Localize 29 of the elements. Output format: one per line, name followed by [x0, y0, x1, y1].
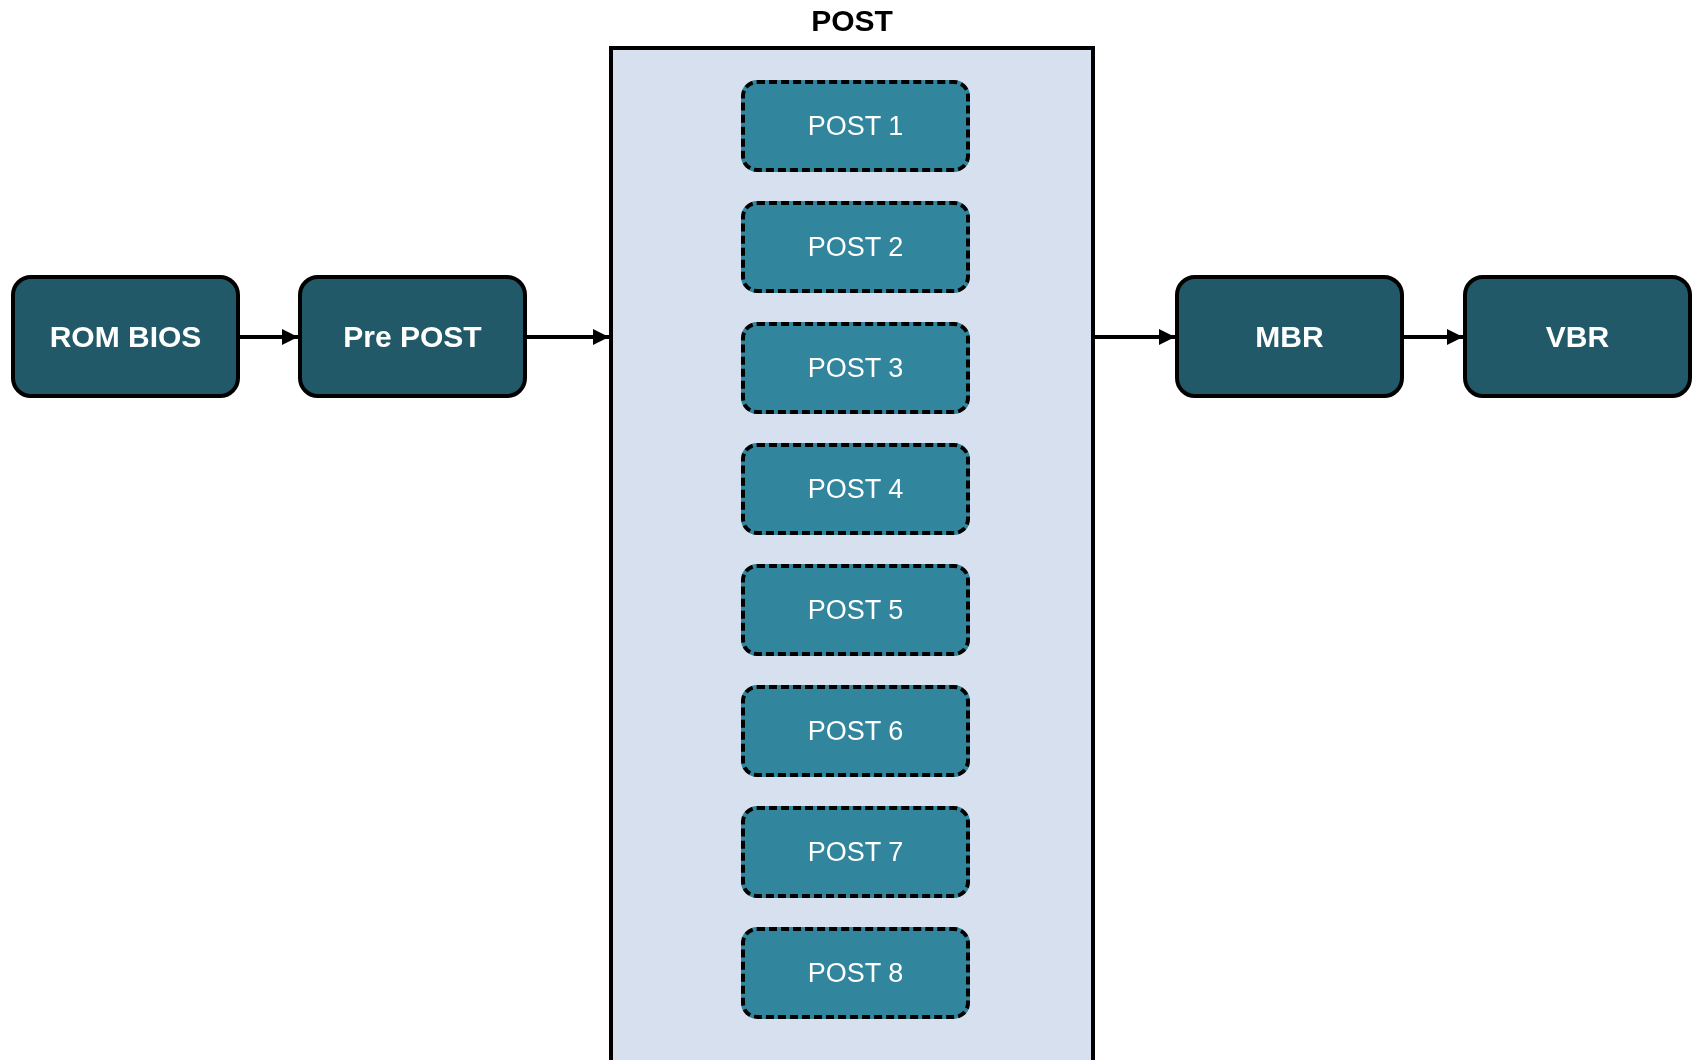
step-box: [741, 443, 970, 535]
process-box: [11, 275, 240, 398]
process-box: [1175, 275, 1404, 398]
box-label: POST 4: [807, 473, 904, 505]
step-box: [741, 685, 970, 777]
arrow: [1404, 329, 1463, 345]
box-label: Pre POST: [343, 319, 482, 354]
arrow: [240, 329, 298, 345]
box-label: POST 2: [807, 231, 904, 263]
box-label: POST 1: [807, 110, 904, 142]
step-box: [741, 201, 970, 293]
box-label: POST 3: [807, 352, 904, 384]
box-label: POST 5: [807, 594, 904, 626]
box-label: POST 6: [807, 715, 904, 747]
box-label: MBR: [1255, 319, 1324, 354]
box-label: VBR: [1545, 319, 1610, 354]
process-box: [1463, 275, 1692, 398]
box-label: POST 8: [807, 957, 904, 989]
box-label: POST 7: [807, 836, 904, 868]
group-heading: POST: [810, 4, 894, 38]
box-label: ROM BIOS: [49, 319, 202, 354]
step-box: [741, 927, 970, 1019]
arrow: [1095, 329, 1175, 345]
step-box: [741, 806, 970, 898]
step-box: [741, 322, 970, 414]
arrow: [527, 329, 609, 345]
step-box: [741, 564, 970, 656]
step-box: [741, 80, 970, 172]
process-box: [298, 275, 527, 398]
